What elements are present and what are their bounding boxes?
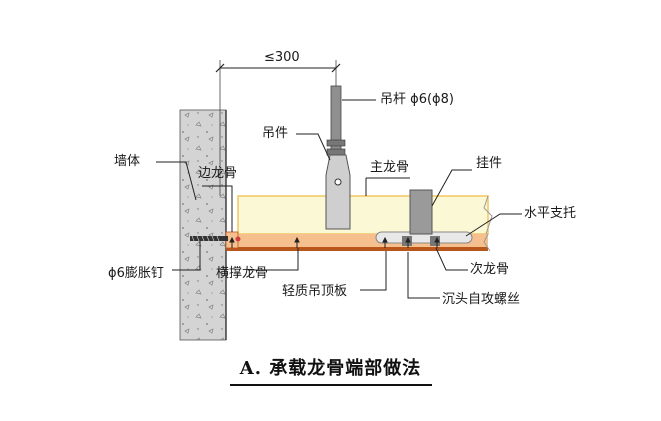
leader-hanger <box>296 133 331 161</box>
label-hanger: 吊件 <box>262 126 289 141</box>
label-dimension: ≤300 <box>264 50 300 65</box>
leader-screw <box>407 252 440 299</box>
expansion-bolt <box>190 236 228 241</box>
rod-nut-upper <box>326 139 346 147</box>
label-hook: 挂件 <box>476 156 503 171</box>
ceiling-board-bottom <box>226 247 488 251</box>
hanger-piece <box>325 154 351 230</box>
rod-nut-lower <box>326 148 346 156</box>
leader-lines <box>156 99 522 299</box>
wall <box>179 109 227 341</box>
leader-hook <box>431 169 472 207</box>
label-expansion-bolt: ϕ6膨胀钉 <box>108 266 164 281</box>
leader-support <box>465 213 522 237</box>
label-hanger-rod: 吊杆 ϕ6(ϕ8) <box>380 92 454 107</box>
screw-5 <box>434 236 440 248</box>
hook-piece <box>409 189 433 235</box>
label-horizontal-support: 水平支托 <box>524 206 577 221</box>
figure-caption: A. 承载龙骨端部做法 <box>239 358 422 379</box>
dim-tick-right <box>331 63 341 73</box>
dim-tick-left <box>215 63 225 73</box>
screw-1 <box>229 236 235 248</box>
label-ceiling-board: 轻质吊顶板 <box>282 284 348 299</box>
label-screw: 沉头自攻螺丝 <box>442 292 521 307</box>
hanger-bolt <box>334 178 342 186</box>
label-sub-keel: 次龙骨 <box>470 262 510 277</box>
screw-4 <box>405 236 411 248</box>
board-break-line <box>483 233 491 252</box>
screw-2 <box>294 236 300 248</box>
leader-cross-keel <box>248 248 299 271</box>
screw-3 <box>382 236 388 248</box>
label-cross-keel: 横撑龙骨 <box>216 266 269 281</box>
expansion-bolt-thread <box>191 235 220 242</box>
break-line <box>483 195 493 235</box>
leader-sub-keel <box>435 247 468 271</box>
label-wall: 墙体 <box>114 154 141 169</box>
bolt-head <box>235 236 241 242</box>
leader-edge-keel <box>202 185 233 232</box>
label-main-keel: 主龙骨 <box>370 160 410 175</box>
leader-board <box>360 251 387 291</box>
leader-bolt <box>172 241 201 271</box>
leader-wall <box>156 161 197 201</box>
main-keel <box>237 195 489 235</box>
label-edge-keel: 边龙骨 <box>198 166 238 181</box>
leader-main-keel <box>365 177 410 196</box>
